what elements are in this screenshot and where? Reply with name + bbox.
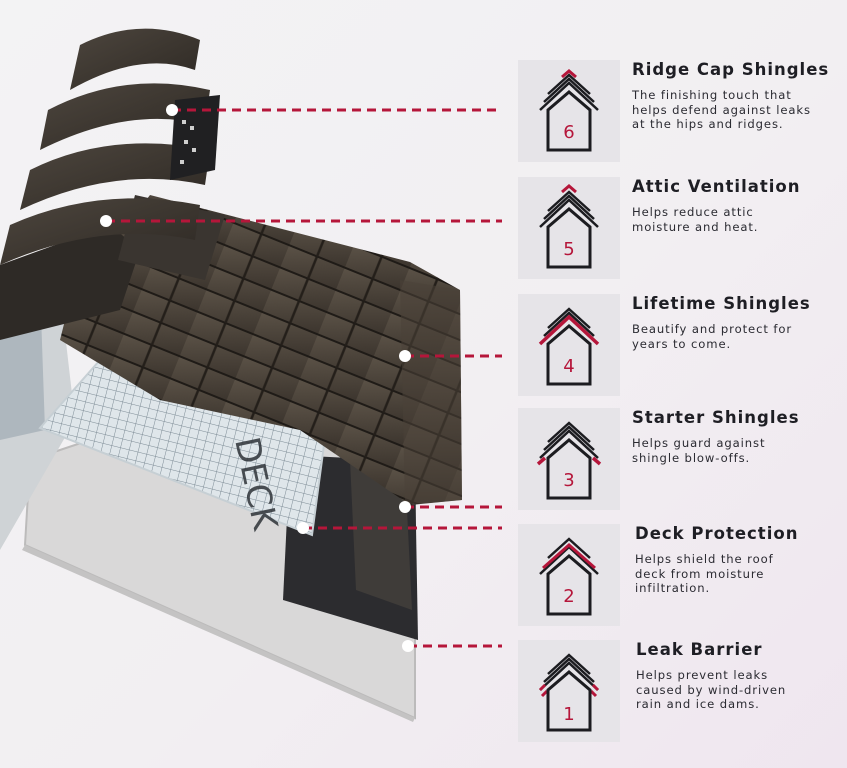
layer-title: Leak Barrier — [636, 640, 763, 659]
leak-barrier-house-icon: 1 — [538, 653, 600, 732]
layer-text-1: Leak Barrier Helps prevent leaks caused … — [636, 640, 836, 712]
layer-description: Beautify and protect for years to come. — [632, 322, 793, 351]
callout-dot-4 — [399, 350, 411, 362]
layer-number: 4 — [563, 356, 574, 377]
layer-text-4: Lifetime Shingles Beautify and protect f… — [632, 294, 832, 351]
ridge-cap-house-icon: 6 — [539, 69, 599, 152]
lifetime-shingles-house-icon: 4 — [538, 307, 600, 386]
layer-card-1: 1 — [518, 640, 620, 742]
starter-shingles-house-icon: 3 — [536, 421, 602, 500]
layer-title: Lifetime Shingles — [632, 294, 811, 313]
layer-title: Starter Shingles — [632, 408, 800, 427]
callout-dot-5 — [100, 215, 112, 227]
layer-text-3: Starter Shingles Helps guard against shi… — [632, 408, 832, 465]
layer-number: 2 — [563, 586, 574, 607]
ridge-cap-shingles-layer — [0, 28, 220, 265]
layer-card-6: 6 — [518, 60, 620, 162]
callout-dot-6 — [166, 104, 178, 116]
layer-number: 1 — [563, 704, 574, 725]
layer-title: Ridge Cap Shingles — [632, 60, 830, 79]
layer-description: Helps prevent leaks caused by wind-drive… — [636, 668, 787, 711]
layer-number: 3 — [563, 470, 574, 491]
layer-description: Helps reduce attic moisture and heat. — [632, 205, 759, 234]
layer-card-5: 5 — [518, 177, 620, 279]
layer-description: Helps shield the roof deck from moisture… — [635, 552, 774, 595]
layer-title: Deck Protection — [635, 524, 799, 543]
layer-card-2: 2 — [518, 524, 620, 626]
layer-title: Attic Ventilation — [632, 177, 801, 196]
deck-protection-house-icon: 2 — [539, 537, 599, 616]
callout-dot-1 — [402, 640, 414, 652]
attic-ventilation-house-icon: 5 — [539, 184, 599, 269]
layer-text-6: Ridge Cap Shingles The finishing touch t… — [632, 60, 832, 132]
lifetime-shingles-layer — [60, 195, 462, 505]
layer-card-4: 4 — [518, 294, 620, 396]
layer-description: Helps guard against shingle blow-offs. — [632, 436, 766, 465]
layer-number: 5 — [563, 239, 574, 260]
layer-text-2: Deck Protection Helps shield the roof de… — [635, 524, 835, 596]
layer-card-3: 3 — [518, 408, 620, 510]
callout-dot-3 — [399, 501, 411, 513]
layer-description: The finishing touch that helps defend ag… — [632, 88, 811, 131]
callout-dot-2 — [297, 522, 309, 534]
layer-number: 6 — [563, 122, 574, 143]
layer-text-5: Attic Ventilation Helps reduce attic moi… — [632, 177, 832, 234]
